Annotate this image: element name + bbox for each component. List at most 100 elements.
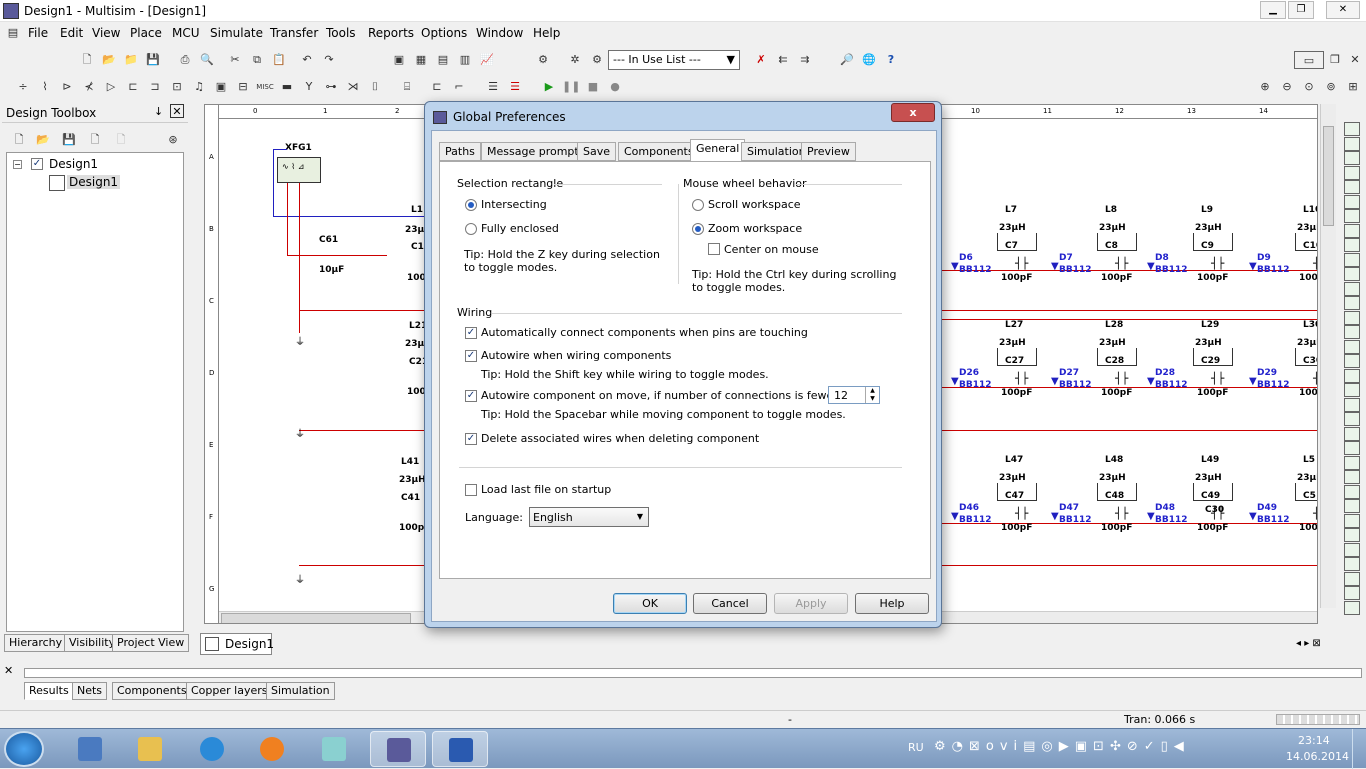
instrument-icon[interactable] (1344, 368, 1360, 383)
bus-icon[interactable]: ⊏ (432, 80, 442, 93)
apply-button[interactable]: Apply (774, 593, 848, 614)
intersecting-radio[interactable] (465, 199, 477, 211)
function-generator[interactable]: ∿ ⌇ ⊿ (277, 157, 321, 183)
analog-icon[interactable]: ▷ (106, 80, 116, 93)
transistor-icon[interactable]: ⊀ (84, 80, 94, 93)
tab-copper-layers[interactable]: Copper layers (186, 682, 273, 700)
zoom-out-icon[interactable]: ⊖ (1282, 80, 1292, 93)
center-on-mouse-label[interactable]: Center on mouse (724, 243, 819, 256)
save-project-icon[interactable]: 💾 (62, 133, 76, 146)
instrument-icon[interactable] (1344, 455, 1360, 470)
tray-icons[interactable]: ⚙◔⊠ovi▤◎▶▣⊡✣⊘✓▯◀ (934, 739, 1190, 754)
tab-components[interactable]: Components (618, 142, 700, 161)
taskbar-media[interactable] (244, 731, 300, 767)
auto-connect-label[interactable]: Automatically connect components when pi… (481, 326, 808, 339)
minimize-button[interactable]: ▁ (1260, 1, 1286, 19)
instrument-icon[interactable] (1344, 223, 1360, 238)
instrument-icon[interactable] (1344, 310, 1360, 325)
intersecting-label[interactable]: Intersecting (481, 198, 547, 211)
tree-child-label[interactable]: Design1 (67, 175, 121, 189)
menu-simulate[interactable]: Simulate (210, 26, 264, 40)
tab-results[interactable]: Results (24, 682, 74, 700)
back-annotate-icon[interactable]: ⇇ (778, 53, 788, 66)
pause-icon[interactable]: ❚❚ (562, 80, 581, 93)
peripheral-icon[interactable]: ▬ (281, 80, 293, 93)
zoom-workspace-radio[interactable] (692, 223, 704, 235)
load-last-checkbox[interactable] (465, 484, 477, 496)
description-icon[interactable]: ▥ (459, 53, 471, 66)
instrument-icon[interactable] (1344, 513, 1360, 528)
dialog-close-button[interactable]: x (891, 103, 935, 122)
print-icon[interactable]: ⎙ (180, 53, 190, 66)
tab-project-view[interactable]: Project View (112, 634, 190, 652)
zoom-workspace-label[interactable]: Zoom workspace (708, 222, 803, 235)
diode-icon[interactable]: ⊳ (62, 80, 72, 93)
instrument-icon[interactable] (1344, 252, 1360, 267)
instrument-icon[interactable] (1344, 281, 1360, 296)
ttl-icon[interactable]: ⊏ (128, 80, 138, 93)
undo-icon[interactable]: ↶ (302, 53, 312, 66)
tab-general[interactable]: General (690, 139, 746, 162)
taskbar-word[interactable] (432, 731, 488, 767)
vertical-scrollbar[interactable] (1320, 104, 1336, 608)
connections-stepper[interactable]: 12 ▲▼ (828, 386, 880, 404)
menu-help[interactable]: Help (533, 26, 561, 40)
tab-nets[interactable]: Nets (72, 682, 108, 700)
postprocessor-icon[interactable]: ⚙ (538, 53, 548, 66)
menu-view[interactable]: View (92, 26, 121, 40)
ok-button[interactable]: OK (613, 593, 687, 614)
instrument-icon[interactable] (1344, 136, 1360, 151)
component-wizard-icon[interactable]: ⚙ (592, 53, 602, 66)
basic-icon[interactable]: ⌇ (42, 80, 48, 93)
instrument-icon[interactable] (1344, 571, 1360, 586)
show-desktop-button[interactable] (1352, 729, 1366, 769)
tab-scroll-arrows[interactable]: ◂ ▸ ⊠ (1296, 638, 1321, 649)
auto-connect-checkbox[interactable]: ✓ (465, 327, 477, 339)
tab-paths[interactable]: Paths (439, 142, 481, 161)
tab-simulation[interactable]: Simulation (741, 142, 812, 161)
tab-components[interactable]: Components (112, 682, 192, 700)
autowire-checkbox[interactable]: ✓ (465, 350, 477, 362)
instrument-icon[interactable] (1344, 586, 1360, 600)
copy-icon[interactable]: ⧉ (253, 53, 261, 66)
toolbox-toggle-icon[interactable]: ▣ (393, 53, 405, 66)
rf-icon[interactable]: Y (305, 80, 313, 93)
taskbar-explorer[interactable] (122, 731, 178, 767)
instrument-icon[interactable] (1344, 499, 1360, 513)
tree-root-label[interactable]: Design1 (49, 157, 99, 171)
autowire-label[interactable]: Autowire when wiring components (481, 349, 672, 362)
tree-checkbox[interactable]: ✓ (31, 158, 43, 170)
instrument-icon[interactable] (1344, 238, 1360, 252)
clock-date[interactable]: 14.06.2014 (1286, 750, 1349, 763)
wire-icon[interactable]: ⌐ (454, 80, 464, 93)
help-icon[interactable]: ? (887, 53, 895, 66)
list-icon[interactable]: ☰ (488, 80, 498, 93)
stop-icon[interactable]: ■ (587, 80, 599, 93)
center-on-mouse-checkbox[interactable] (708, 243, 720, 255)
zoom-fit-icon[interactable]: ⊞ (1348, 80, 1358, 93)
instrument-icon[interactable] (1344, 542, 1360, 557)
stepper-arrows-icon[interactable]: ▲▼ (865, 387, 879, 403)
load-last-label[interactable]: Load last file on startup (481, 483, 612, 496)
menu-transfer[interactable]: Transfer (270, 26, 319, 40)
mcu-icon[interactable]: ⌷ (371, 80, 379, 93)
help-button[interactable]: Help (855, 593, 929, 614)
instrument-icon[interactable] (1344, 383, 1360, 397)
start-button[interactable] (4, 731, 44, 767)
run-icon[interactable]: ▶ (544, 80, 554, 93)
zoom-sheet-icon[interactable]: ⊚ (1326, 80, 1336, 93)
menu-mcu[interactable]: MCU (172, 26, 200, 40)
close-window-button[interactable]: ✕ (1326, 1, 1360, 19)
hierarchy-icon[interactable]: ⊛ (168, 133, 178, 146)
cut-icon[interactable]: ✂ (230, 53, 240, 66)
in-use-list-icon[interactable]: ✲ (570, 53, 580, 66)
cmos-icon[interactable]: ⊐ (150, 80, 160, 93)
instrument-icon[interactable] (1344, 441, 1360, 455)
instrument-icon[interactable] (1344, 470, 1360, 484)
fully-enclosed-radio[interactable] (465, 223, 477, 235)
tab-preview[interactable]: Preview (801, 142, 856, 161)
autowire-move-checkbox[interactable]: ✓ (465, 390, 477, 402)
menu-file[interactable]: File (28, 26, 49, 40)
tab-message-prompts[interactable]: Message prompts (481, 142, 591, 161)
menu-options[interactable]: Options (421, 26, 468, 40)
